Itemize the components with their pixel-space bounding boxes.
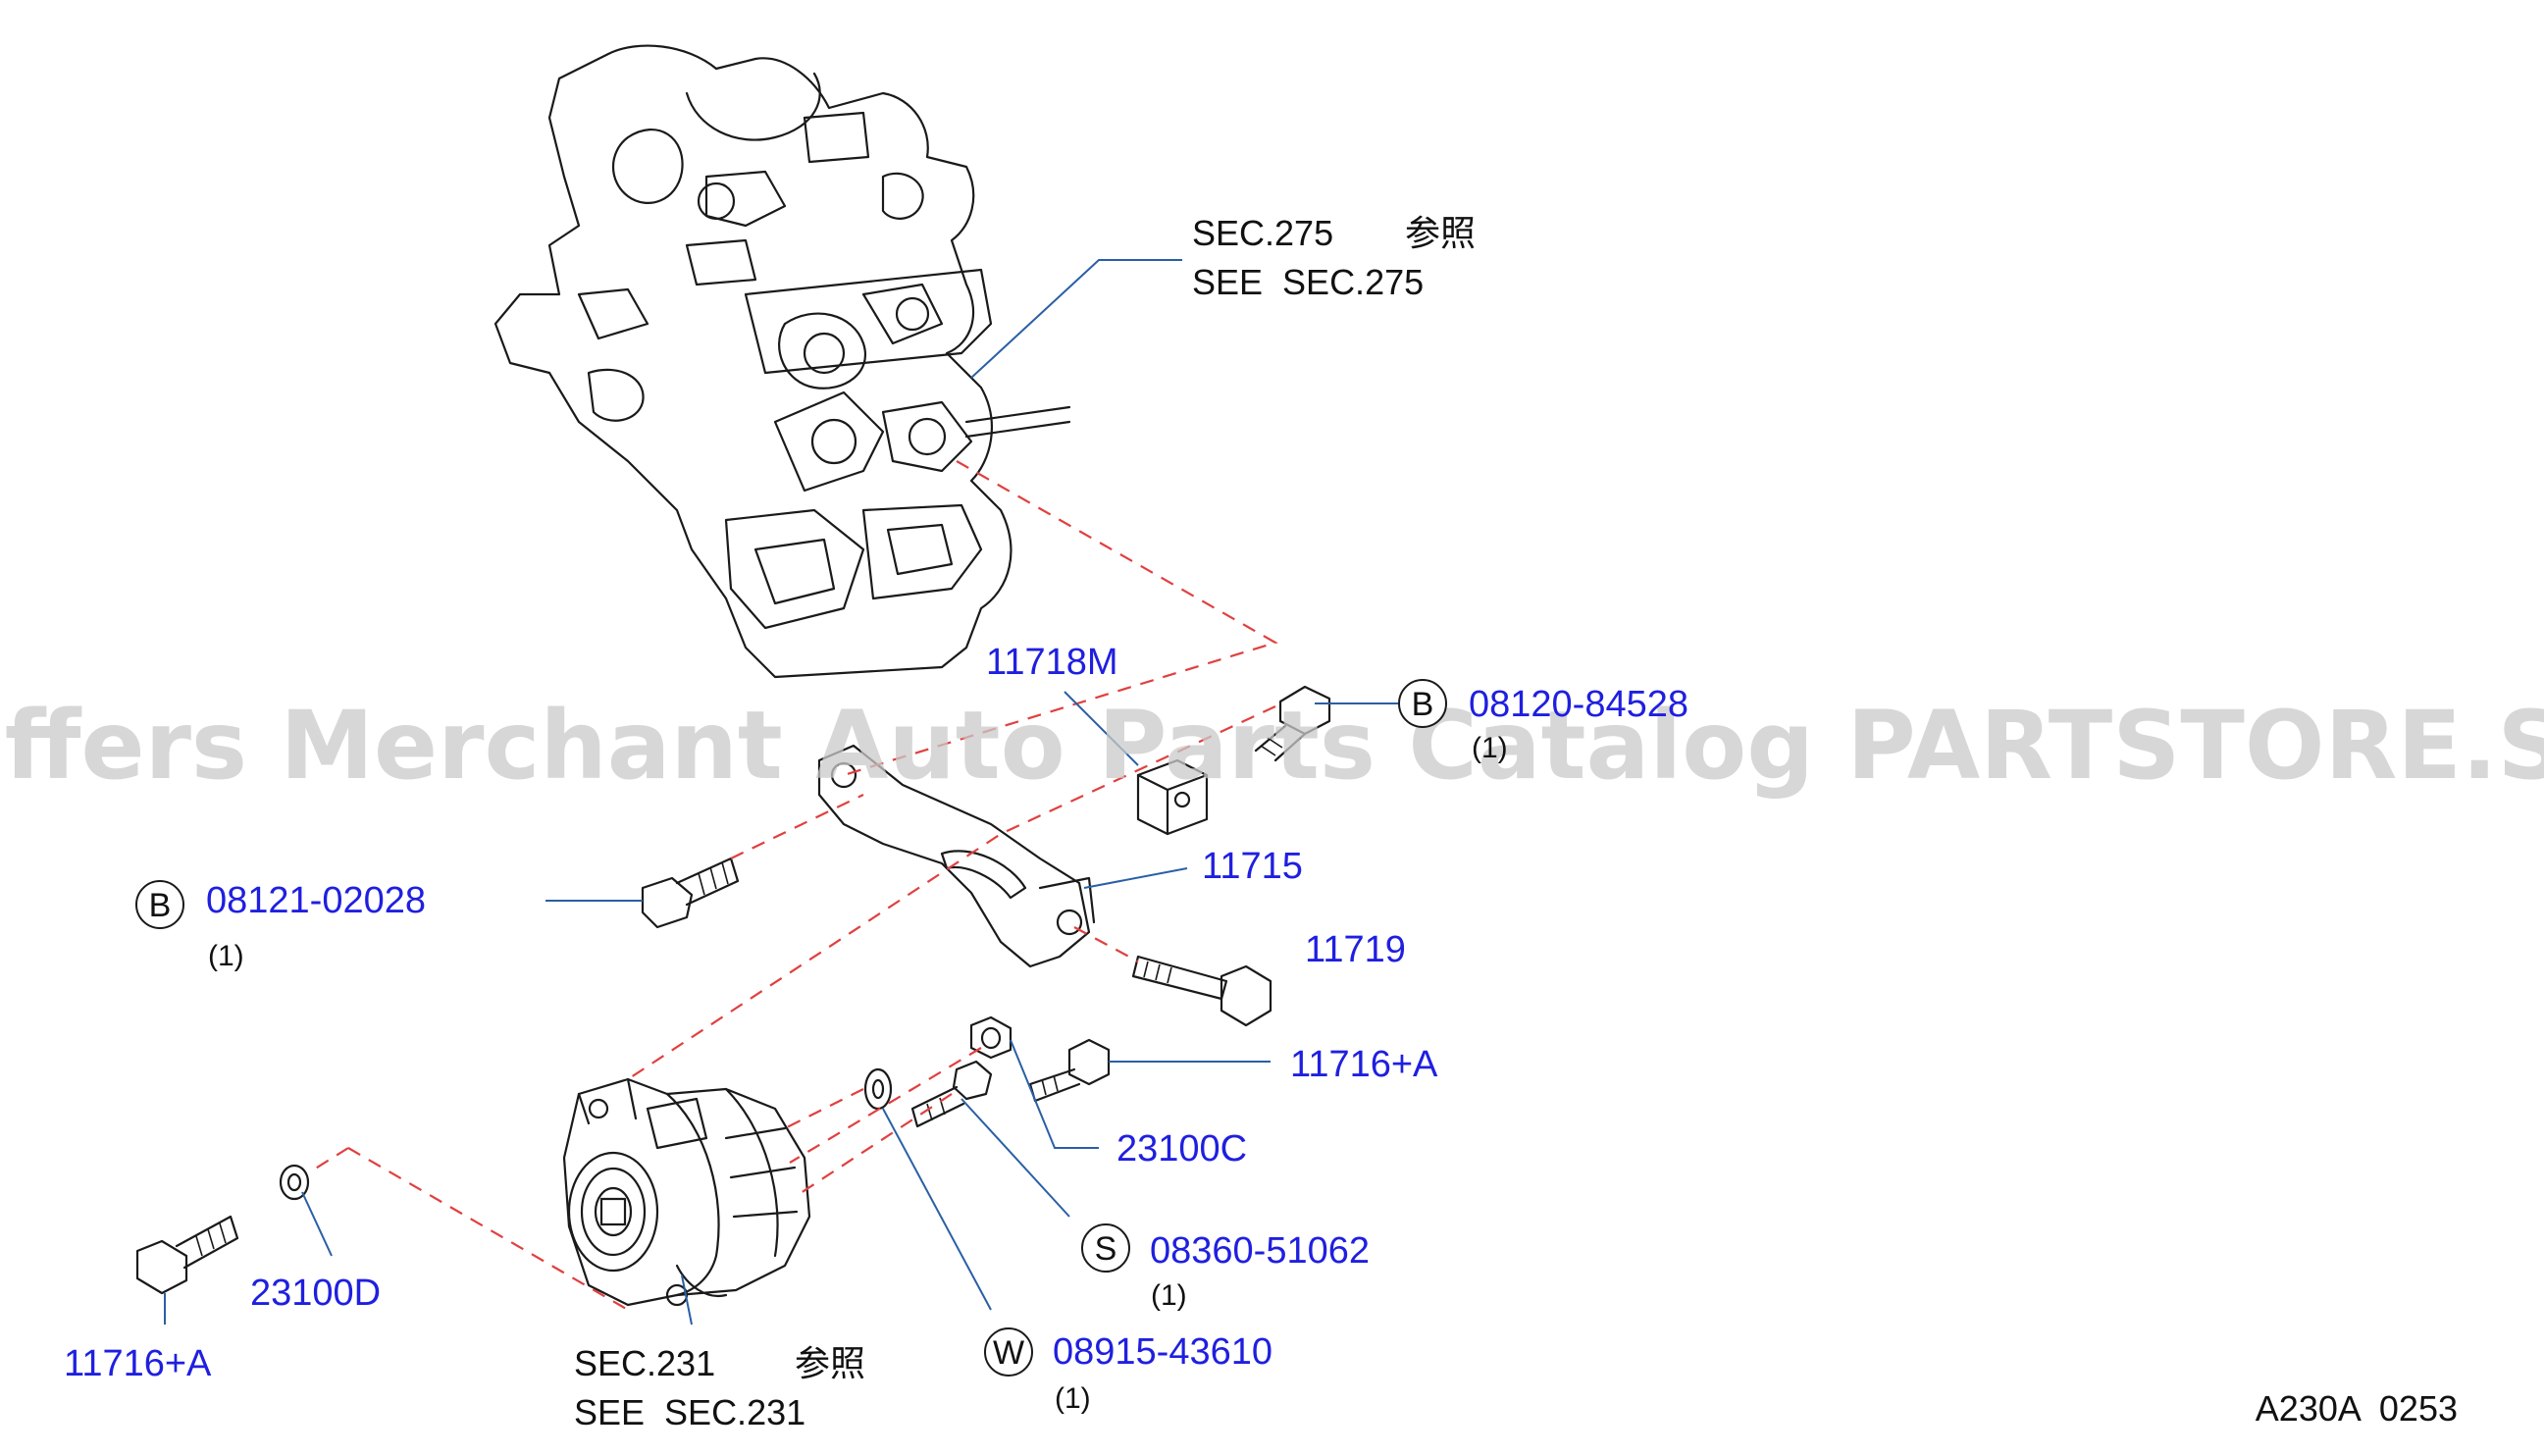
bracket-11715-drawing	[817, 744, 1096, 968]
watermark-text: Offers Merchant Auto Parts Catalog PARTS…	[0, 691, 2544, 801]
quantity-08915-43610: (1)	[1055, 1382, 1091, 1415]
callout-08915-43610[interactable]: W 08915-43610 (1)	[984, 1327, 1272, 1415]
bolt-symbol-b: B	[149, 887, 172, 924]
part-label-11719[interactable]: 11719	[1305, 929, 1406, 970]
diagram-code: A230A 0253	[2256, 1388, 2458, 1429]
part-label-23100d[interactable]: 23100D	[250, 1273, 381, 1314]
engine-block-drawing	[493, 44, 1071, 679]
washer-symbol-w-circle	[984, 1327, 1033, 1377]
reference-sec-275-line1: SEC.275	[1192, 213, 1333, 253]
washer-08915-43610-drawing	[863, 1067, 893, 1111]
stud-symbol-s: S	[1095, 1230, 1117, 1268]
assembly-dashed-lines	[308, 460, 1278, 1311]
part-label-11716a-right[interactable]: 11716+A	[1290, 1044, 1438, 1085]
bolt-symbol-b: B	[1412, 686, 1434, 723]
part-label-23100c[interactable]: 23100C	[1116, 1128, 1247, 1170]
part-label-08360-51062[interactable]: 08360-51062	[1150, 1230, 1370, 1272]
callout-08360-51062[interactable]: S 08360-51062 (1)	[1081, 1223, 1370, 1312]
spacer-11718m-drawing	[1136, 758, 1209, 836]
part-label-11716a-left[interactable]: 11716+A	[64, 1343, 212, 1384]
callout-08120-84528[interactable]: B 08120-84528 (1)	[1398, 679, 1688, 764]
quantity-08121-02028: (1)	[208, 940, 244, 972]
reference-sec-275: SEC.275 参照 SEE SEC.275	[1192, 213, 1476, 302]
bolt-11716a-left-drawing	[135, 1215, 239, 1295]
nut-23100c-drawing	[969, 1015, 1012, 1060]
part-label-08120-84528[interactable]: 08120-84528	[1469, 684, 1688, 725]
part-label-08915-43610[interactable]: 08915-43610	[1053, 1331, 1272, 1373]
reference-sec-231-jp: 参照	[795, 1343, 865, 1383]
reference-sec-231-line2: SEE SEC.231	[574, 1392, 805, 1432]
bolt-symbol-b-circle	[135, 880, 184, 929]
callout-08121-02028[interactable]: B 08121-02028 (1)	[135, 880, 426, 972]
alternator-drawing	[562, 1077, 811, 1307]
bolt-08120-84528-drawing	[1254, 685, 1331, 762]
reference-sec-231-line1: SEC.231	[574, 1343, 715, 1383]
bolt-symbol-b-circle	[1398, 679, 1447, 728]
stud-symbol-s-circle	[1081, 1223, 1130, 1273]
quantity-08360-51062: (1)	[1151, 1279, 1187, 1312]
washer-23100d-drawing	[279, 1164, 310, 1201]
bolt-08121-02028-drawing	[641, 857, 740, 929]
quantity-08120-84528: (1)	[1472, 732, 1508, 764]
part-label-08121-02028[interactable]: 08121-02028	[206, 880, 426, 921]
washer-symbol-w: W	[993, 1334, 1024, 1372]
part-label-11718m[interactable]: 11718M	[986, 642, 1118, 683]
reference-sec-275-line2: SEE SEC.275	[1192, 262, 1424, 302]
bolt-11716a-right-drawing	[1028, 1038, 1111, 1103]
reference-sec-231: SEC.231 参照 SEE SEC.231	[574, 1343, 865, 1432]
reference-sec-275-jp: 参照	[1405, 213, 1476, 253]
part-label-11715[interactable]: 11715	[1202, 846, 1303, 887]
leader-lines	[164, 259, 1398, 1326]
bolt-11719-drawing	[1131, 955, 1272, 1027]
